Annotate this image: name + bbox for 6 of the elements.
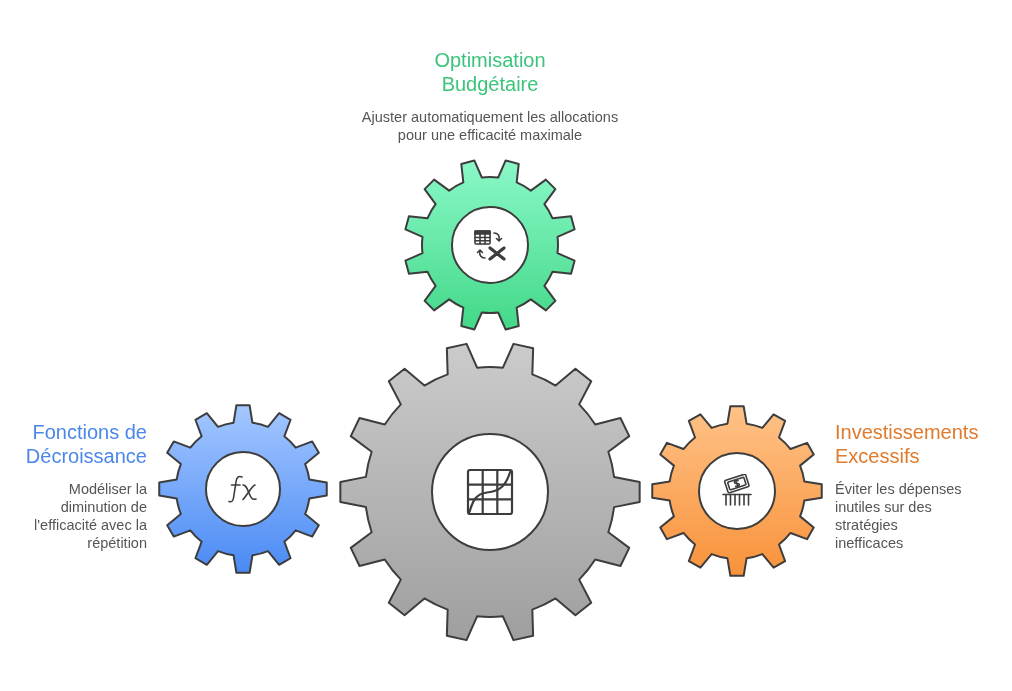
description: Modéliser la diminution de l'efficacité avec la répétition: [33, 480, 147, 552]
heading: Fonctions de Décroissance: [24, 420, 147, 468]
description: Éviter les dépenses inutiles sur des stratégies inefficaces: [835, 480, 963, 552]
description: Ajuster automatiquement les allocations pour une efficacité maximale: [360, 108, 620, 144]
heading: Investissements Excessifs: [835, 420, 980, 468]
heading: Optimisation Budgétaire: [433, 48, 547, 96]
